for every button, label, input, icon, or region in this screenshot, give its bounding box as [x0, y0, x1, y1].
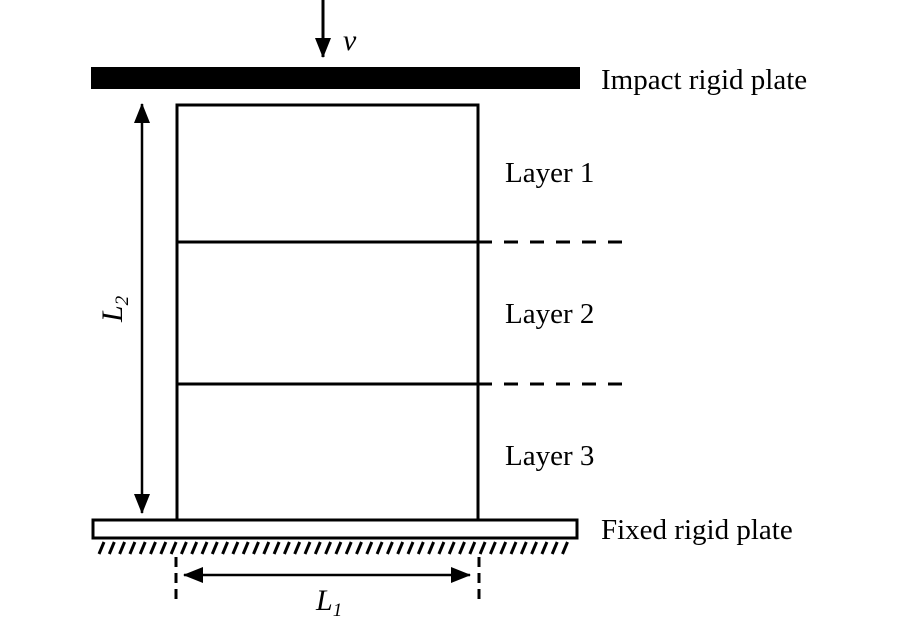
hatch-line	[169, 541, 178, 555]
hatch-line	[406, 541, 415, 555]
hatch-line	[489, 541, 497, 555]
hatch-line	[334, 541, 343, 555]
hatch-line	[375, 541, 384, 555]
hatch-line	[159, 541, 168, 555]
svg-text:L2: L2	[96, 295, 133, 323]
hatch-line	[447, 541, 456, 555]
layer-1-label: Layer 1	[505, 157, 594, 189]
hatch-line	[283, 541, 291, 555]
hatch-line	[478, 541, 487, 555]
hatch-line	[499, 541, 508, 555]
fixed-rigid-plate	[91, 518, 579, 540]
hatch-line	[241, 541, 250, 555]
hatch-line	[324, 541, 332, 555]
velocity-label: v	[343, 24, 357, 57]
hatch-line	[293, 541, 302, 555]
hatch-line	[272, 541, 281, 555]
hatch-line	[427, 541, 435, 555]
ground-hatching	[97, 541, 569, 555]
hatch-line	[509, 541, 518, 555]
width-label: L1	[315, 584, 342, 621]
hatch-line	[149, 541, 157, 555]
hatch-line	[221, 541, 229, 555]
height-label: L2	[96, 295, 133, 323]
hatch-line	[262, 541, 271, 555]
hatch-line	[458, 541, 466, 555]
specimen-body	[175, 103, 480, 522]
hatch-line	[437, 541, 446, 555]
hatch-line	[231, 541, 240, 555]
impact-rigid-plate	[91, 67, 580, 89]
hatch-line	[180, 541, 188, 555]
hatch-line	[468, 541, 477, 555]
hatch-line	[396, 541, 405, 555]
layer-2-label: Layer 2	[505, 298, 594, 330]
hatch-line	[97, 541, 106, 555]
hatch-line	[200, 541, 209, 555]
hatch-line	[210, 541, 219, 555]
hatch-line	[190, 541, 199, 555]
hatch-line	[386, 541, 394, 555]
hatch-line	[355, 541, 363, 555]
hatch-line	[344, 541, 353, 555]
fixed-plate-label: Fixed rigid plate	[601, 514, 793, 546]
hatch-line	[561, 541, 569, 555]
hatch-line	[519, 541, 528, 555]
hatch-line	[365, 541, 374, 555]
hatch-line	[313, 541, 322, 555]
hatch-line	[416, 541, 425, 555]
impact-plate-label: Impact rigid plate	[601, 64, 807, 96]
hatch-line	[550, 541, 559, 555]
hatch-line	[303, 541, 312, 555]
hatch-line	[138, 541, 147, 555]
layer-3-label: Layer 3	[505, 440, 594, 472]
hatch-line	[540, 541, 549, 555]
hatch-line	[118, 541, 126, 555]
hatch-line	[128, 541, 137, 555]
hatch-line	[107, 541, 116, 555]
hatch-line	[530, 541, 538, 555]
hatch-line	[252, 541, 260, 555]
